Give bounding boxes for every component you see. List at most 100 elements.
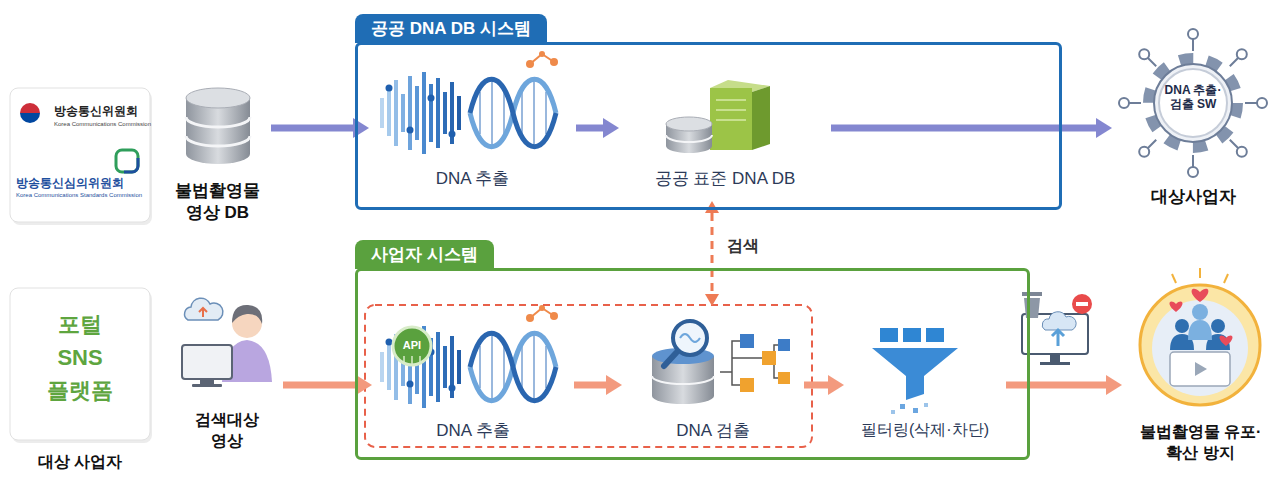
gear-icon bbox=[1237, 49, 1247, 59]
prevention-icon bbox=[1140, 285, 1260, 405]
flow-arrow bbox=[271, 125, 353, 132]
delete-icon bbox=[1022, 292, 1092, 365]
detection-icon bbox=[673, 321, 707, 355]
filter-icon bbox=[872, 328, 958, 414]
platform-card: 포털 SNS 플랫폼대상 사업자 bbox=[10, 288, 150, 440]
dna-icon bbox=[380, 51, 558, 154]
detection-icon bbox=[740, 334, 754, 348]
filter-icon bbox=[891, 410, 895, 414]
node-label: 불법촬영물 영상 DB bbox=[162, 180, 273, 224]
filter-icon bbox=[880, 328, 898, 342]
database-node: 불법촬영물 영상 DB bbox=[170, 85, 265, 227]
system-panel: 사업자 시스템DNA 추출DNA 검출필터링(삭제·차단) bbox=[355, 268, 1030, 460]
api-badge bbox=[403, 356, 405, 364]
gear-icon bbox=[1188, 167, 1198, 177]
prevention-icon bbox=[1169, 302, 1182, 312]
server-icon bbox=[752, 86, 770, 150]
prevention-icon bbox=[1219, 336, 1232, 346]
prevention-icon bbox=[1152, 300, 1248, 396]
user-icon bbox=[185, 298, 223, 320]
detection-icon bbox=[664, 353, 676, 366]
filter-icon bbox=[872, 348, 958, 400]
prevention-icon bbox=[1199, 268, 1201, 278]
node-label: 공공 표준 DNA DB bbox=[625, 168, 825, 189]
filter-icon bbox=[926, 328, 944, 342]
prevention-icon bbox=[1175, 319, 1189, 333]
flow-arrow bbox=[1006, 382, 1106, 389]
database-icon bbox=[186, 88, 250, 108]
api-badge bbox=[411, 356, 413, 366]
delete-icon bbox=[1050, 354, 1060, 362]
node-label: DNA 추출 bbox=[378, 420, 568, 441]
prevention-icon bbox=[1172, 274, 1176, 283]
delete-icon bbox=[1042, 312, 1076, 330]
gear-icon bbox=[1154, 64, 1232, 142]
api-badge bbox=[393, 327, 431, 365]
prevention-icon bbox=[1192, 289, 1209, 302]
gear-icon bbox=[1139, 147, 1149, 157]
server-icon bbox=[716, 109, 746, 111]
prevention-icon bbox=[1172, 268, 1228, 283]
prevention-icon bbox=[1188, 320, 1212, 340]
flow-arrow bbox=[576, 125, 603, 132]
prevention-icon bbox=[1192, 304, 1208, 320]
gear-icon bbox=[1148, 140, 1157, 149]
process-box: DNA 추출 bbox=[378, 312, 568, 443]
server-icon bbox=[666, 135, 712, 142]
prevention-icon bbox=[1224, 274, 1228, 283]
gear-icon bbox=[1148, 58, 1157, 66]
user-icon bbox=[232, 305, 262, 324]
user-node: 검색대상 영상 bbox=[177, 292, 277, 454]
gear-icon bbox=[1230, 58, 1239, 66]
delete-icon bbox=[1076, 302, 1088, 306]
detection-icon bbox=[680, 334, 700, 342]
gear-icon bbox=[1139, 49, 1149, 59]
user-icon bbox=[182, 345, 232, 379]
delete-icon bbox=[1052, 330, 1064, 346]
node-label: 불법촬영물 유포·확산 방지 bbox=[1128, 422, 1273, 464]
gear-icon bbox=[1192, 39, 1194, 51]
dashed-group bbox=[365, 305, 812, 447]
detection-icon bbox=[652, 376, 714, 384]
node-label: Korea Communications Standards Commissio… bbox=[16, 192, 148, 200]
gear-icon bbox=[1245, 102, 1257, 104]
logo-card bbox=[10, 88, 150, 222]
flow-arrow bbox=[711, 213, 714, 294]
detection-icon bbox=[778, 339, 790, 351]
detection-icon bbox=[652, 321, 790, 404]
edge-label: 검색 bbox=[724, 236, 762, 257]
platform-card bbox=[10, 288, 152, 443]
gear-icon bbox=[1119, 29, 1267, 177]
api-badge bbox=[419, 356, 421, 364]
gear-icon bbox=[1237, 147, 1247, 157]
gear-icon bbox=[1129, 39, 1257, 167]
flow-arrow bbox=[283, 382, 356, 389]
node-label: Korea Communications Commission bbox=[54, 121, 152, 129]
prevention-icon bbox=[1140, 268, 1260, 405]
database-node: 공공 표준 DNA DB bbox=[625, 80, 825, 195]
filter-icon bbox=[903, 328, 921, 342]
delete-icon bbox=[1072, 294, 1092, 314]
logo-card: 방송통신위원회Korea Communications Commission방송… bbox=[10, 88, 150, 222]
gear-icon bbox=[1159, 69, 1227, 137]
panel-title: 공공 DNA DB 시스템 bbox=[355, 14, 547, 43]
gear-icon bbox=[1192, 155, 1194, 167]
flow-arrow bbox=[574, 382, 606, 389]
gear-icon bbox=[1188, 29, 1198, 39]
logo-card bbox=[20, 103, 40, 113]
database-icon bbox=[186, 136, 250, 146]
filter-icon bbox=[924, 403, 928, 407]
logo-card bbox=[116, 150, 138, 172]
prevention-icon bbox=[1211, 319, 1225, 333]
node-label: 검색대상 영상 bbox=[187, 410, 267, 452]
logo-card bbox=[20, 113, 40, 123]
user-icon bbox=[192, 384, 222, 387]
node-label: 대상사업자 bbox=[1118, 186, 1268, 207]
server-icon bbox=[666, 117, 712, 131]
gear-icon bbox=[1230, 140, 1239, 149]
filter-icon bbox=[913, 408, 918, 413]
dna-icon bbox=[380, 305, 558, 408]
